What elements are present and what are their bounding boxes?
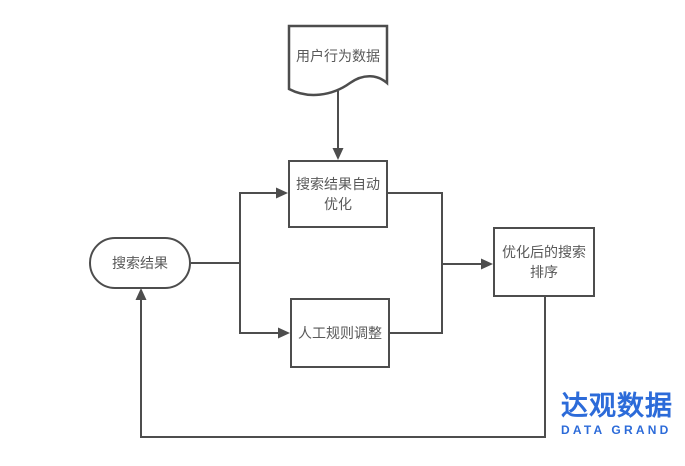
datagrand-logo: 达观数据 DATA GRAND: [561, 391, 673, 437]
node-optimized-ranking-label: 优化后的搜索排序: [502, 244, 586, 280]
arrowhead-right-ranking: [481, 258, 493, 270]
arrowhead-right-manual: [278, 327, 290, 339]
node-user-behavior-data: 用户行为数据: [290, 30, 386, 82]
edge-ranking-to-search: [140, 297, 546, 438]
node-optimized-ranking: 优化后的搜索排序: [493, 227, 595, 297]
logo-cn-text: 达观数据: [561, 391, 673, 421]
arrowhead-right-auto: [276, 187, 288, 199]
document-shape: [287, 24, 389, 97]
node-user-behavior-data-label: 用户行为数据: [296, 48, 380, 64]
logo-en-text: DATA GRAND: [561, 423, 672, 437]
node-manual-rule-adjust-label: 人工规则调整: [298, 325, 382, 341]
node-search-results: 搜索结果: [89, 237, 191, 289]
node-auto-optimization-label: 搜索结果自动优化: [296, 176, 380, 212]
node-manual-rule-adjust: 人工规则调整: [290, 298, 390, 368]
arrowhead-up-search: [135, 288, 147, 300]
node-search-results-label: 搜索结果: [112, 255, 168, 271]
arrowhead-down-auto: [332, 148, 344, 160]
node-auto-optimization: 搜索结果自动优化: [288, 160, 388, 228]
